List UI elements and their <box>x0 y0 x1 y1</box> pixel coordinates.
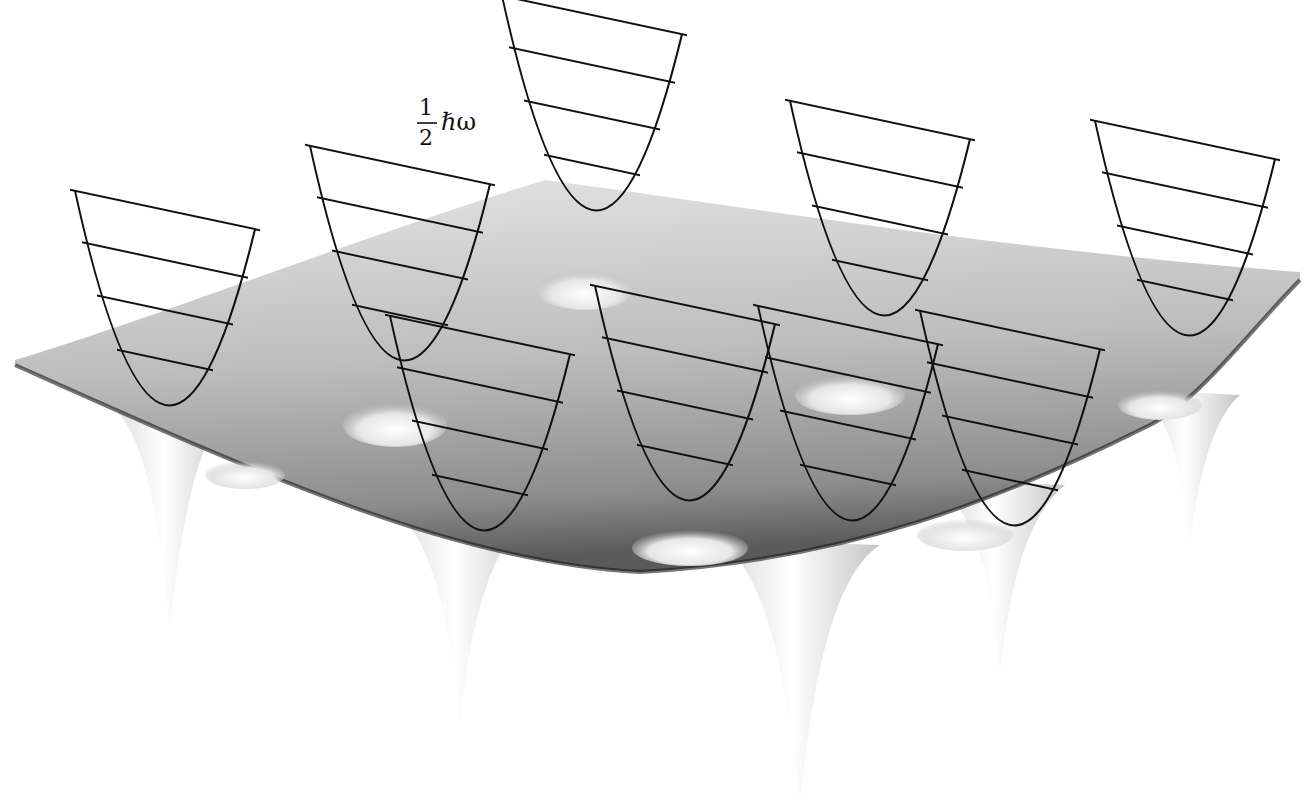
energy-quantum-label: ℏω <box>441 110 476 134</box>
fraction-numerator: 1 <box>419 97 433 119</box>
fraction-denominator: 2 <box>419 127 433 149</box>
